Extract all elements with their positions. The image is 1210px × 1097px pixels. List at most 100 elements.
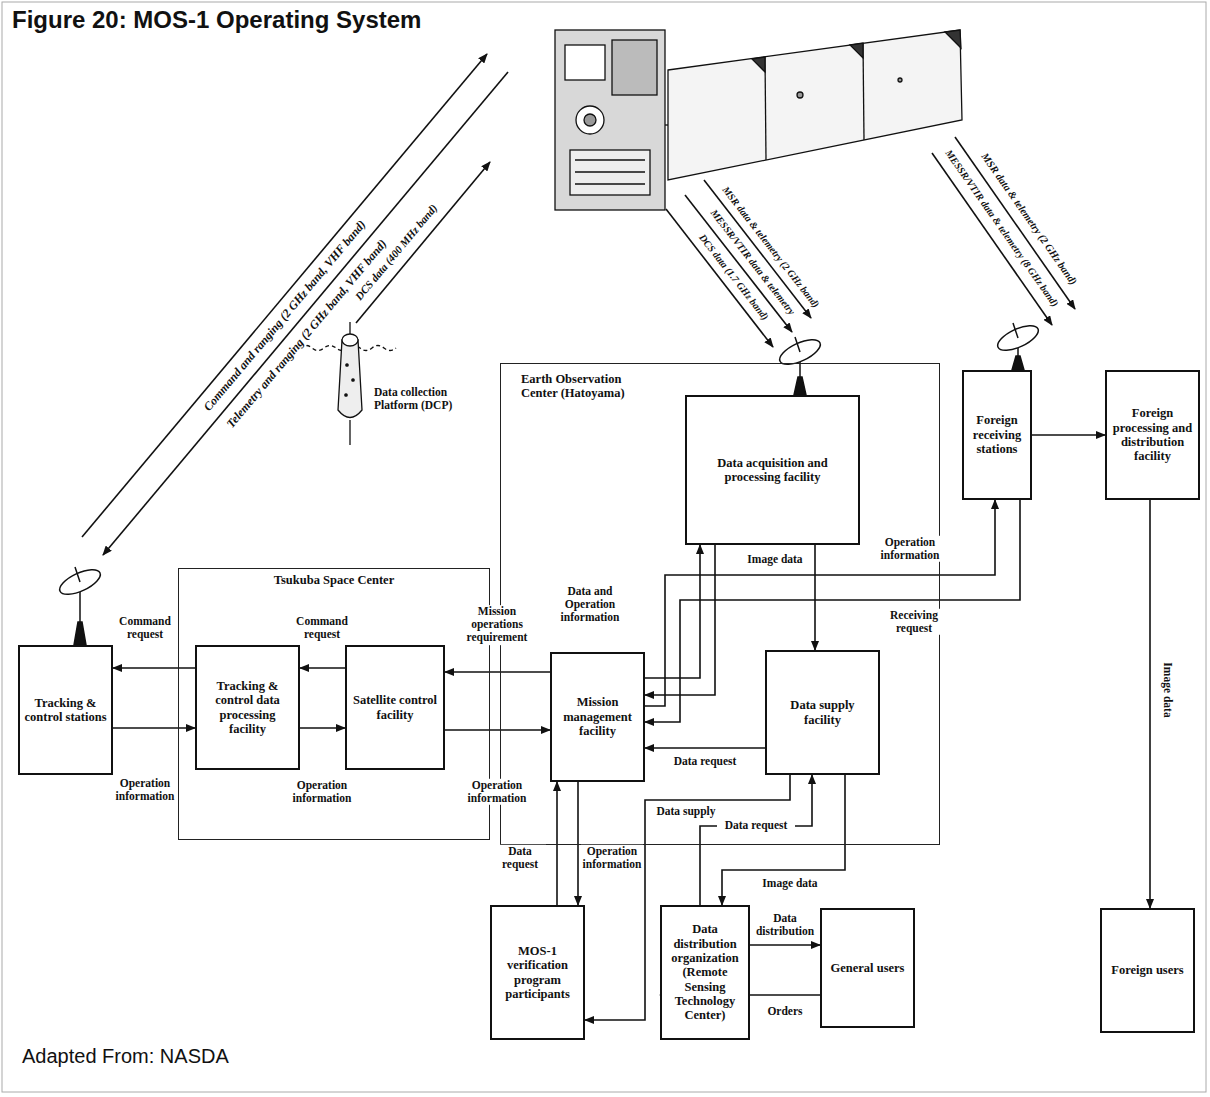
data-collection-platform (338, 340, 362, 418)
satellite-drawing (575, 183, 645, 184)
facility-box: Foreign receiving stations (962, 370, 1032, 500)
connector-label: Data supply (649, 805, 723, 818)
box-label: MOS-1 verification program participants (496, 944, 579, 1002)
satellite-drawing (584, 114, 596, 126)
facility-box: Tracking & control stations (18, 645, 113, 775)
connector-label: Operation information (465, 779, 529, 805)
connector (1149, 500, 1151, 908)
satellite-drawing (570, 150, 650, 195)
antenna-dish (56, 321, 1041, 645)
data-collection-platform (352, 379, 354, 381)
connector (300, 667, 345, 669)
satellite-drawing (565, 45, 605, 80)
facility-box: Mission management facility (550, 652, 645, 782)
connector-label: Operation information (878, 536, 942, 562)
region-name: Earth Observation Center (Hatoyama) (521, 372, 651, 401)
connector-label: Command request (115, 615, 175, 641)
connector-label: Data distribution (751, 912, 819, 938)
connector (113, 667, 195, 669)
box-label: Mission management facility (556, 695, 639, 738)
connector-label: Image data (739, 553, 811, 566)
connector-label: Data request (717, 819, 795, 832)
connector-label: Orders (754, 1005, 816, 1018)
facility-box: Data supply facility (765, 650, 880, 775)
box-label: General users (831, 961, 905, 975)
connector (750, 944, 820, 946)
connector (722, 775, 845, 905)
box-label: Data acquisition and processing facility (691, 456, 854, 485)
connector (445, 671, 550, 673)
satellite-drawing (555, 30, 665, 210)
satellite-drawing (898, 78, 902, 82)
satellite-drawing (945, 30, 961, 48)
data-collection-platform (346, 364, 348, 366)
satellite-drawing (612, 40, 657, 95)
connector-label: Mission operations requirement (457, 605, 537, 645)
connector-label: Operation information (290, 779, 354, 805)
connector-label: Data and Operation information (550, 585, 630, 625)
radio-link (82, 54, 1075, 555)
antenna-dish (1013, 323, 1018, 338)
facility-box: Tracking & control data processing facil… (195, 645, 300, 770)
data-collection-platform (349, 420, 350, 445)
connector-label: Receiving request (883, 609, 945, 635)
region-name: Tsukuba Space Center (179, 573, 489, 587)
link-label: DCS data (400 MHz band) (351, 200, 441, 304)
connector (300, 727, 345, 729)
connector (556, 782, 558, 905)
data-collection-platform (300, 322, 396, 445)
satellite-drawing (668, 30, 962, 180)
antenna-dish (74, 622, 86, 645)
radio-link (82, 54, 487, 537)
antenna-dish (795, 337, 800, 352)
connector-label: Data request (494, 845, 546, 871)
data-collection-platform (349, 322, 350, 334)
facility-box: Foreign processing and distribution faci… (1105, 370, 1200, 500)
antenna-dish (1012, 356, 1024, 370)
box-label: Tracking & control data processing facil… (201, 679, 294, 737)
connector (645, 545, 700, 678)
box-label: Satellite control facility (351, 693, 439, 722)
antenna-dish (56, 565, 103, 600)
connector (645, 747, 765, 749)
antenna-dish (75, 567, 80, 582)
connector (113, 727, 195, 729)
link-label: Telemetry and ranging (2 GHz band, VHF b… (223, 236, 391, 432)
facility-box: MOS-1 verification program participants (490, 905, 585, 1040)
antenna-dish (994, 321, 1041, 356)
box-label: Tracking & control stations (24, 696, 107, 725)
satellite-drawing (575, 159, 645, 160)
connector (445, 729, 550, 731)
antenna-dish (794, 377, 806, 395)
link-label: Command and ranging (2 GHz band, VHF ban… (200, 217, 370, 416)
antenna-dish (994, 321, 1041, 370)
facility-box: Data distribution organization (Remote S… (660, 905, 750, 1040)
facility-box: General users (820, 908, 915, 1028)
facility-box: Foreign users (1100, 908, 1195, 1033)
connector-label: Data request (664, 755, 746, 768)
connector-label: Operation information (581, 845, 643, 871)
satellite-drawing (575, 171, 645, 172)
box-label: Foreign receiving stations (968, 413, 1026, 456)
connector-label: Operation information (113, 777, 177, 803)
connector (814, 545, 816, 650)
antenna-dish (776, 335, 823, 370)
box-label: Foreign users (1111, 963, 1183, 977)
connector (1032, 434, 1105, 436)
facility-box: Satellite control facility (345, 645, 445, 770)
connector-label: Image data (1160, 661, 1173, 718)
radio-link (955, 137, 1075, 309)
connector-label: Command request (292, 615, 352, 641)
box-label: Data distribution organization (Remote S… (666, 922, 744, 1023)
figure-title: Figure 20: MOS-1 Operating System (12, 6, 421, 34)
link-label: Data collection Platform (DCP) (372, 386, 471, 411)
antenna-dish (56, 565, 103, 645)
satellite-drawing (576, 106, 604, 134)
satellite-drawing (752, 57, 765, 72)
box-label: Data supply facility (771, 698, 874, 727)
satellite-drawing (850, 43, 863, 58)
